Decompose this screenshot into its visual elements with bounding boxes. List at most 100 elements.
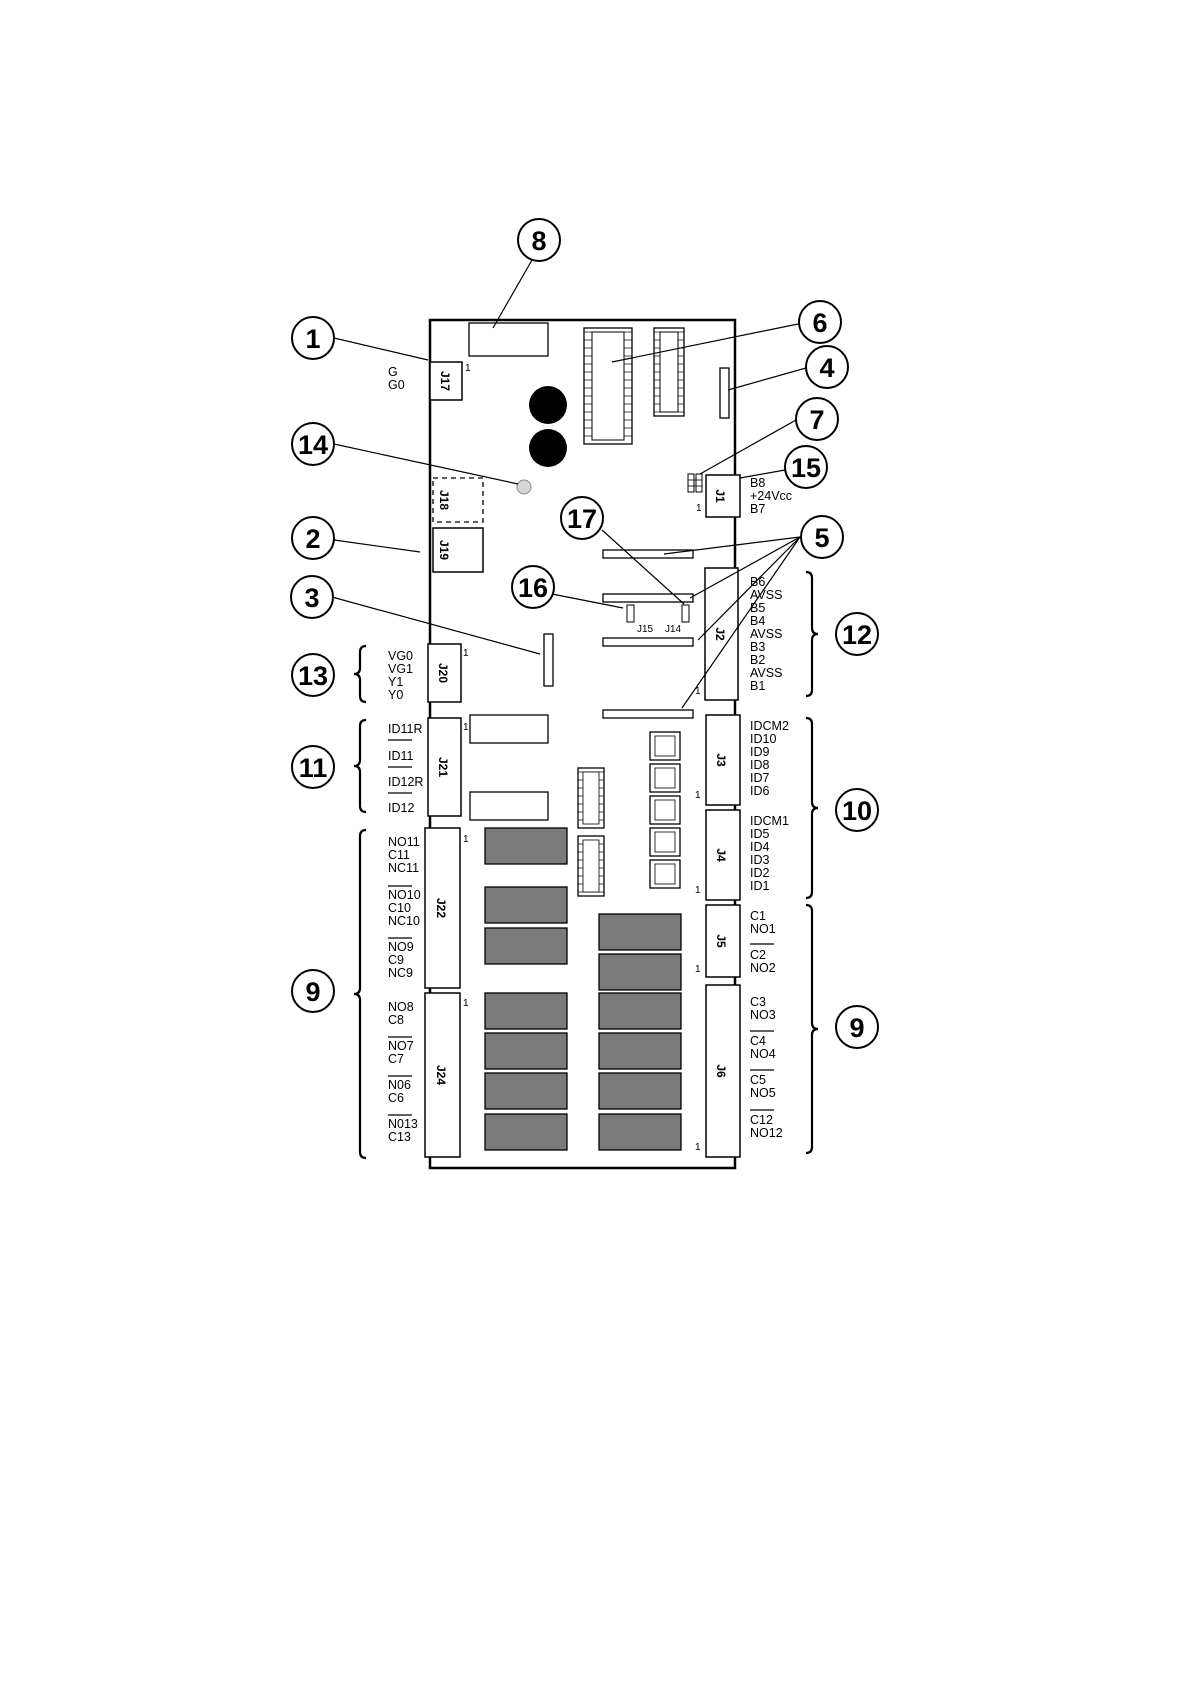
- relay: [484, 992, 568, 1030]
- svg-text:8: 8: [531, 226, 546, 256]
- svg-text:15: 15: [791, 453, 821, 483]
- bus-strip-1: [602, 549, 694, 559]
- callout-3: 3: [290, 575, 334, 619]
- pin1-j17: 1: [465, 363, 471, 374]
- svg-text:10: 10: [842, 796, 872, 826]
- callout-1: 1: [291, 316, 335, 360]
- label-j24-n06: N06: [388, 1078, 411, 1092]
- label-j6-no12: NO12: [750, 1126, 783, 1140]
- svg-text:12: 12: [842, 620, 872, 650]
- label-j22-c10: C10: [388, 901, 411, 915]
- led-14: [516, 479, 532, 495]
- label-j21-id12r: ID12R: [388, 775, 423, 789]
- label-j2-avss3: AVSS: [750, 666, 782, 680]
- jumper-j14-label: J14: [665, 624, 682, 635]
- svg-text:4: 4: [819, 353, 834, 383]
- connector-j22: [424, 827, 461, 989]
- svg-text:11: 11: [299, 753, 328, 783]
- relay: [598, 1032, 682, 1070]
- svg-text:6: 6: [812, 308, 827, 338]
- brace-13: [353, 644, 367, 704]
- connector-j18: [432, 477, 484, 523]
- label-j2-b4: B4: [750, 614, 765, 628]
- brace-9-left: [353, 828, 367, 1160]
- label-j1-b7: B7: [750, 502, 765, 516]
- label-j20-vg0: VG0: [388, 649, 413, 663]
- jumper-7: [687, 473, 703, 493]
- brace-10: [805, 716, 819, 900]
- connector-j6: [705, 984, 741, 1158]
- svg-text:9: 9: [305, 977, 320, 1007]
- callout-8: 8: [517, 218, 561, 262]
- component-3-strip: [543, 633, 554, 687]
- pin1-j3: 1: [695, 790, 701, 801]
- callout-11: 11: [291, 745, 335, 789]
- callout-12: 12: [835, 612, 879, 656]
- svg-text:7: 7: [809, 405, 824, 435]
- relay: [598, 992, 682, 1030]
- label-j24-n013: N013: [388, 1117, 418, 1131]
- label-j22-nc10: NC10: [388, 914, 420, 928]
- label-j3-id9: ID9: [750, 745, 770, 759]
- pin1-j21: 1: [463, 722, 469, 733]
- label-j24-no7: NO7: [388, 1039, 414, 1053]
- relay: [484, 827, 568, 865]
- callout-10: 10: [835, 788, 879, 832]
- small-ic-2: [577, 835, 605, 897]
- connector-j6-label: J6: [714, 1064, 728, 1078]
- callout-7: 7: [795, 397, 839, 441]
- label-j24-c13: C13: [388, 1130, 411, 1144]
- connector-j17-label: J17: [438, 371, 452, 391]
- label-j3-id8: ID8: [750, 758, 770, 772]
- resistor-pack-2: [469, 791, 549, 821]
- relay: [598, 1113, 682, 1151]
- pin1-j20: 1: [463, 648, 469, 659]
- relays: [484, 827, 682, 1151]
- label-j2-b2: B2: [750, 653, 765, 667]
- label-j3-id7: ID7: [750, 771, 770, 785]
- label-j2-avss1: AVSS: [750, 588, 782, 602]
- label-j22-c9: C9: [388, 953, 404, 967]
- board-outline: [428, 318, 737, 1170]
- pin1-j1: 1: [696, 503, 702, 514]
- svg-text:2: 2: [305, 524, 320, 554]
- relay: [484, 1113, 568, 1151]
- connector-j21: [427, 717, 462, 817]
- label-j4-idcm1: IDCM1: [750, 814, 789, 828]
- svg-text:9: 9: [849, 1013, 864, 1043]
- svg-text:14: 14: [298, 430, 328, 460]
- brace-11: [353, 718, 367, 814]
- relay: [484, 927, 568, 965]
- optocoupler-column: [649, 731, 681, 889]
- label-j5-no1: NO1: [750, 922, 776, 936]
- brace-9-right: [805, 903, 819, 1155]
- label-j6-c4: C4: [750, 1034, 766, 1048]
- jumper-j15: [626, 604, 635, 623]
- component-4-strip: [719, 367, 730, 419]
- callout-2: 2: [291, 516, 335, 560]
- label-j24-c7: C7: [388, 1052, 404, 1066]
- label-j2-b5: B5: [750, 601, 765, 615]
- connector-j24-label: J24: [434, 1065, 448, 1085]
- callout-16: 16: [511, 565, 555, 609]
- connector-j21-label: J21: [436, 757, 450, 777]
- label-j22-nc11: NC11: [388, 861, 419, 875]
- bus-strip-3: [602, 637, 694, 647]
- capacitor-bottom: [529, 429, 567, 467]
- relay: [598, 1072, 682, 1110]
- connector-j17: [429, 361, 463, 401]
- label-j6-c3: C3: [750, 995, 766, 1009]
- connector-j1-label: J1: [713, 489, 727, 503]
- pin1-j24: 1: [463, 998, 469, 1009]
- label-j6-no4: NO4: [750, 1047, 776, 1061]
- connector-j1: [705, 474, 741, 518]
- label-j22-nc9: NC9: [388, 966, 413, 980]
- jumper-j15-label: J15: [637, 624, 654, 635]
- bus-strip-4: [602, 709, 694, 719]
- label-j5-no2: NO2: [750, 961, 776, 975]
- connector-j5: [705, 904, 741, 978]
- label-j6-no5: NO5: [750, 1086, 776, 1100]
- callout-14: 14: [291, 422, 335, 466]
- callout-15: 15: [784, 445, 828, 489]
